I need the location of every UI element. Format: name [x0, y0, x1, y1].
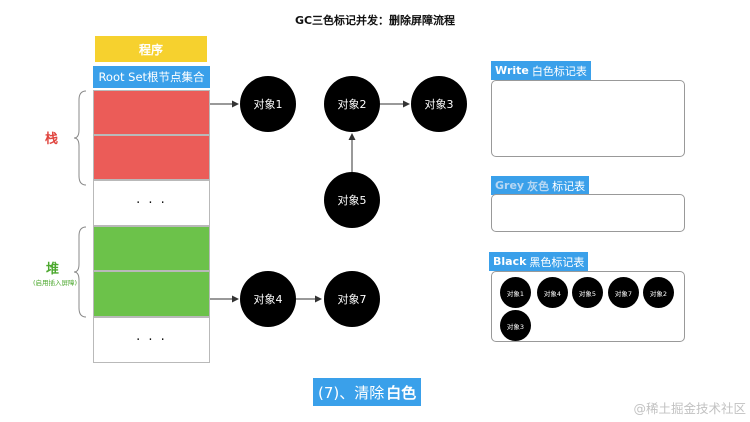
object-node-7: 对象7	[324, 271, 380, 327]
stack-cell-ellipsis: · · ·	[93, 180, 210, 226]
diagram-title: GC三色标记并发：删除屏障流程	[294, 14, 456, 27]
white-set-label-a: 白色	[531, 64, 554, 78]
gray-set-label-a: 灰色	[527, 179, 550, 193]
black-set-item: 对象4	[537, 277, 568, 308]
heap-label: 堆	[46, 262, 60, 277]
heap-cell-1	[93, 226, 210, 271]
stack-label: 栈	[45, 132, 59, 147]
black-set-item: 对象7	[608, 277, 639, 308]
stack-brace	[73, 90, 87, 186]
heap-cell-2	[93, 271, 210, 317]
black-set-label-a: 黑色	[529, 255, 552, 269]
root-set-label: Root Set根节点集合	[93, 66, 210, 88]
black-set-item: 对象3	[500, 310, 531, 341]
step-caption: (7)、清除白色	[313, 378, 422, 406]
white-set-name: Write	[495, 64, 529, 77]
gray-set-box	[491, 194, 685, 232]
object-node-4: 对象4	[240, 271, 296, 327]
object-node-3: 对象3	[411, 76, 467, 132]
program-block: 程序	[95, 36, 207, 62]
heap-brace	[73, 226, 87, 318]
black-set-item: 对象1	[500, 277, 531, 308]
object-node-5: 对象5	[324, 172, 380, 228]
stack-cell-2	[93, 135, 210, 180]
black-set-item: 对象2	[643, 277, 674, 308]
heap-cell-ellipsis: · · ·	[93, 317, 210, 363]
gray-set-name: Grey	[495, 179, 525, 192]
white-set-box	[491, 80, 685, 157]
stack-cell-1	[93, 90, 210, 135]
black-set-item: 对象5	[572, 277, 603, 308]
object-node-2: 对象2	[324, 76, 380, 132]
object-node-1: 对象1	[240, 76, 296, 132]
gray-set-label-b: 标记表	[552, 179, 586, 193]
black-set-label-b: 标记表	[551, 255, 585, 269]
caption-emphasis: 白色	[386, 383, 417, 402]
caption-prefix: (7)、清除	[318, 383, 385, 402]
watermark: @稀土掘金技术社区	[633, 401, 746, 416]
white-set-label-b: 标记表	[553, 64, 587, 78]
heap-sublabel: (启用插入屏障)	[32, 279, 78, 287]
black-set-name: Black	[493, 255, 527, 268]
